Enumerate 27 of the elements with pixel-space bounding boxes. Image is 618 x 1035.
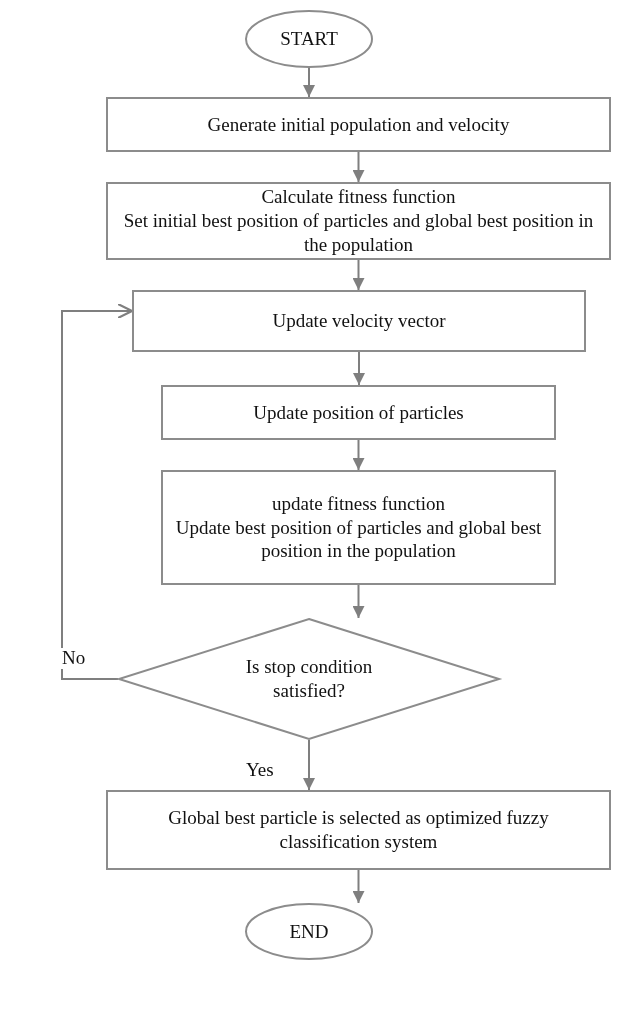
node-text: END xyxy=(289,919,329,944)
arrow xyxy=(303,739,315,791)
arrow xyxy=(61,302,134,680)
node-text: Update velocity vector xyxy=(272,309,446,333)
node-text: START xyxy=(280,27,338,51)
node-text: Is stop condition satisfied? xyxy=(244,655,374,703)
arrow xyxy=(352,259,365,291)
node-text: Update best position of particles and global best position in the population xyxy=(174,515,543,564)
process-box xyxy=(106,97,611,152)
process-box xyxy=(106,182,611,260)
process-box xyxy=(161,470,556,585)
process-box xyxy=(161,385,556,440)
arrow xyxy=(353,351,365,386)
arrow xyxy=(352,584,365,619)
node-text: update fitness function xyxy=(271,491,446,516)
node-text: Set initial best position of particles and global best position in the population xyxy=(122,209,595,257)
node-text: Global best particle is selected as optimized fuzzy classification system xyxy=(167,806,550,854)
arrow xyxy=(352,151,365,183)
node-text: Generate initial population and velocity xyxy=(207,112,510,137)
edge-label: No xyxy=(60,648,88,669)
arrow xyxy=(303,67,315,98)
process-box xyxy=(132,290,586,352)
node-text: Update position of particles xyxy=(253,400,464,425)
arrow xyxy=(352,869,365,904)
node-text: Calculate fitness function xyxy=(261,185,456,210)
arrow xyxy=(352,439,365,471)
process-box xyxy=(106,790,611,870)
